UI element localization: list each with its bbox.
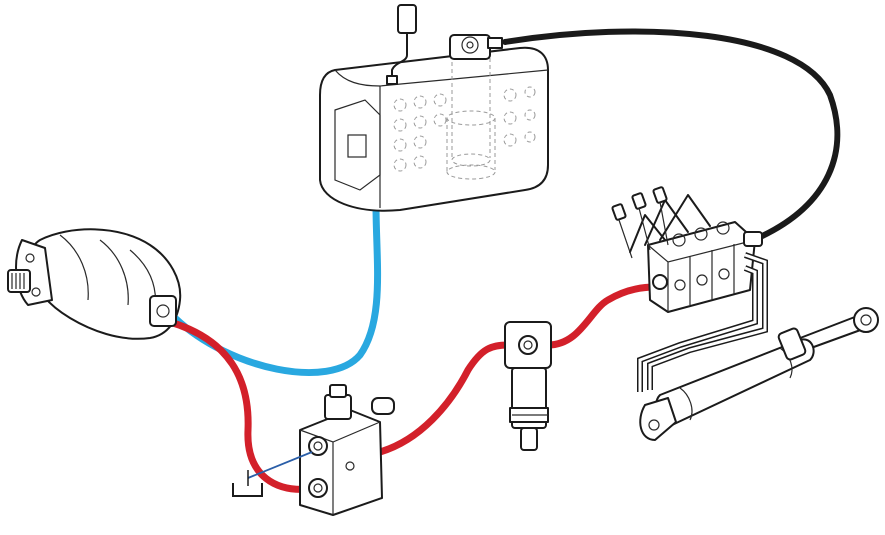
- pressure-line-filter-to-control: [544, 283, 659, 349]
- tank-return-symbol: [232, 470, 263, 497]
- cylinder-supply-tubes: [637, 252, 768, 392]
- hydraulic-tank: [319, 46, 549, 212]
- return-filter-head: [449, 34, 503, 60]
- tank-internal-details: [393, 58, 536, 180]
- hydraulic-pump: [7, 228, 182, 340]
- pressure-line-valve-to-filter: [376, 341, 512, 456]
- pressure-relief-valve: [299, 384, 395, 516]
- return-filter: [504, 321, 552, 451]
- suction-line: [171, 201, 382, 377]
- pilot-drain-line: [247, 451, 313, 479]
- return-line-control-to-tank: [502, 28, 841, 241]
- hydraulic-cylinder: [639, 307, 879, 441]
- pressure-line-pump-to-valve: [166, 318, 322, 493]
- filler-breather-cap: [386, 4, 417, 85]
- directional-control-valve: [611, 186, 763, 313]
